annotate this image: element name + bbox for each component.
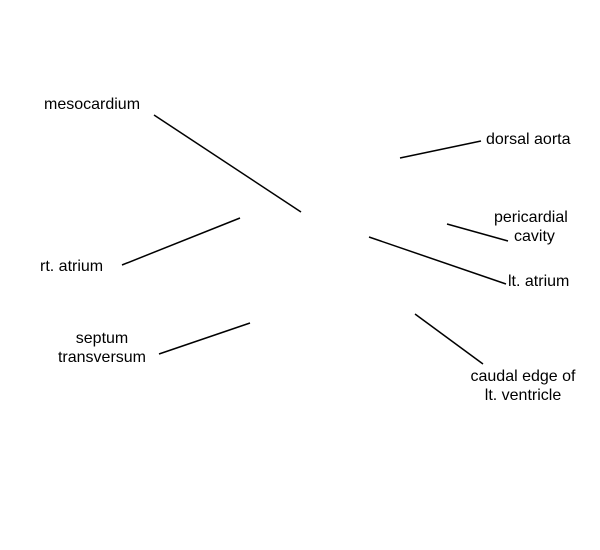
label-caudal-edge: caudal edge of lt. ventricle — [458, 367, 588, 405]
label-caudal-edge-line2: lt. ventricle — [484, 387, 562, 404]
leader-line-mesocardium — [153, 114, 302, 213]
leader-line-septum-transversum — [158, 322, 251, 355]
label-pericardial-cavity-line2: cavity — [514, 228, 555, 245]
label-mesocardium: mesocardium — [44, 96, 141, 113]
label-septum-transversum-line1: septum — [75, 330, 129, 347]
leader-line-caudal-edge — [414, 313, 484, 365]
label-rt-atrium: rt. atrium — [40, 258, 104, 275]
label-pericardial-cavity-line1: pericardial — [494, 209, 568, 226]
label-lt-atrium: lt. atrium — [508, 273, 570, 290]
label-septum-transversum: septum transversum — [46, 329, 158, 367]
label-pericardial-cavity: pericardial cavity — [494, 208, 584, 246]
leader-line-rt-atrium — [121, 217, 241, 266]
leader-line-pericardial-cavity — [446, 223, 509, 242]
leader-line-lt-atrium — [368, 236, 507, 285]
label-septum-transversum-line2: transversum — [57, 349, 147, 366]
leader-line-dorsal-aorta — [399, 140, 482, 159]
label-dorsal-aorta: dorsal aorta — [486, 131, 571, 148]
label-caudal-edge-line1: caudal edge of — [470, 368, 576, 385]
